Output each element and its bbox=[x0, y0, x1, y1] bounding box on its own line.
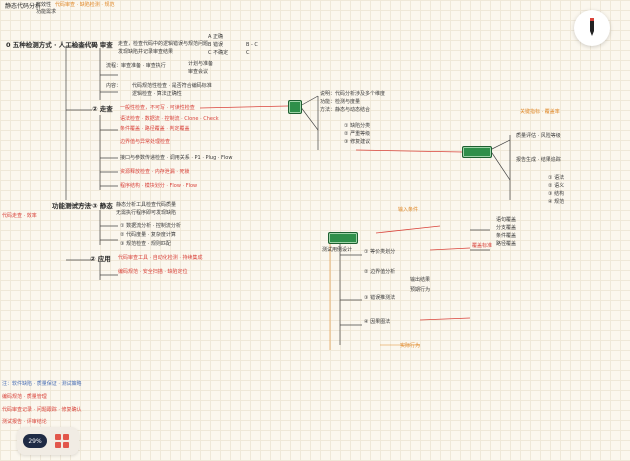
bottom-toolbar: 29% bbox=[17, 427, 79, 455]
lower-branch-0: ① 等价类划分 bbox=[364, 249, 396, 255]
header-scribble-small: 代码审查 · 缺陷检测 · 规范 bbox=[55, 2, 115, 8]
center-sub-2: ③ 修复建议 bbox=[344, 139, 371, 145]
lower-note-0: 输入条件 bbox=[398, 207, 419, 213]
g4-line-0: 代码审查工具 · 自动化检测 · 持续集成 bbox=[118, 255, 203, 261]
g3-point-2: ③ 规范检查 · 规则匹配 bbox=[120, 241, 171, 247]
right-branch-1: 质量评估 · 风险等级 bbox=[516, 133, 561, 139]
center-branch-1: 功能：检测与度量 bbox=[320, 99, 361, 105]
flow2-label: 内容： bbox=[106, 83, 122, 89]
g2-red-line-2: 条件覆盖 · 路径覆盖 · 判定覆盖 bbox=[120, 126, 190, 132]
lower-right-0: 覆盖标准 bbox=[472, 243, 493, 249]
g1-opt-right-0: B - C bbox=[246, 42, 258, 48]
lower-right-4: 路径覆盖 bbox=[496, 241, 517, 247]
lower-note-2: 预期行为 bbox=[410, 287, 431, 293]
g4-line-1: 编码规范 · 安全扫描 · 缺陷定位 bbox=[118, 269, 188, 275]
lower-right-3: 条件覆盖 bbox=[496, 233, 517, 239]
right-branch-2: 报告生成 · 结果追踪 bbox=[516, 157, 561, 163]
g1-line-0: 走查，检查代码中的逻辑错误与规范问题 bbox=[118, 41, 209, 47]
right-node[interactable] bbox=[462, 146, 492, 158]
right-detail-2: ③ 结构 bbox=[548, 191, 565, 197]
lower-branch-2: ③ 错误推测法 bbox=[364, 295, 396, 301]
lower-branch-3: ④ 因果图法 bbox=[364, 319, 391, 325]
lower-node[interactable] bbox=[328, 232, 358, 244]
g3-item: ③ 静态 bbox=[92, 202, 113, 210]
center-branch-0: 说明：代码分析涉及多个维度 bbox=[320, 91, 386, 97]
g1-opt-2: C 不确定 bbox=[208, 50, 229, 56]
pen-icon bbox=[585, 15, 599, 41]
zoom-level-button[interactable]: 29% bbox=[23, 434, 47, 448]
g4-label: ② 应用 bbox=[90, 255, 111, 263]
group1-label: ① 审查 bbox=[92, 41, 113, 49]
flow-label: 流程：审查准备 · 审查执行 bbox=[106, 63, 166, 69]
header-scribble-a: 有效性 bbox=[36, 2, 52, 8]
group2-label: ② 走查 bbox=[92, 105, 113, 113]
far-left-red: 编码规范 · 质量管理 bbox=[2, 394, 47, 400]
g2-red-line-0: 一般性检查，不可写 · 可读性检查 bbox=[120, 105, 195, 111]
g3-point-0: ① 数据流分析 · 控制流分析 bbox=[120, 223, 181, 229]
g1-opt-1: B 错误 bbox=[208, 42, 224, 48]
lower-right-2: 分支覆盖 bbox=[496, 225, 517, 231]
pen-tool-button[interactable] bbox=[574, 10, 610, 46]
g1-opt-0: A 正确 bbox=[208, 34, 224, 40]
header-scribble-b: 功能需求 bbox=[36, 9, 57, 15]
header-scribble-left: 静态代码分析 bbox=[5, 3, 42, 10]
g1-opt-right-1: C bbox=[246, 50, 250, 56]
center-node[interactable] bbox=[288, 100, 302, 114]
flow-sub-1: 审查会议 bbox=[188, 69, 209, 75]
lower-note-1: 输出结果 bbox=[410, 277, 431, 283]
side-left-label: 代码走查 · 效率 bbox=[2, 213, 37, 219]
lower-right-1: 语句覆盖 bbox=[496, 217, 517, 223]
right-detail-0: ① 语法 bbox=[548, 175, 565, 181]
g3-line-0: 静态分析工具检查代码质量 bbox=[116, 202, 177, 208]
g1-line-1: 发现缺陷并记录审查结果 bbox=[118, 49, 174, 55]
flow-sub-0: 计划与准备 bbox=[188, 61, 214, 67]
group3-label: 功能测试方法 bbox=[52, 202, 91, 210]
lower-branch-1: ② 边界值分析 bbox=[364, 269, 396, 275]
right-detail-1: ② 语义 bbox=[548, 183, 565, 189]
root-left-label: 0 五种检测方式 · 人工检查代码 bbox=[6, 41, 98, 49]
bottom-left-line-1: 代码审查记录 · 问题跟踪 · 修复确认 bbox=[2, 407, 82, 413]
center-sub-1: ② 严重等级 bbox=[344, 131, 371, 137]
bottom-left-line-0: 注：软件缺陷 · 质量保证 · 测试策略 bbox=[2, 381, 82, 387]
right-branch-0: 关键指标 · 覆盖率 bbox=[520, 109, 560, 115]
g2-red-line-1: 语法检查 · 数据流 · 控制流 · Clone · Check bbox=[120, 116, 219, 122]
g2-red-line-3: 边界值与异常处理检查 bbox=[120, 139, 171, 145]
lower-title: 测试用例设计 bbox=[322, 247, 353, 253]
lower-note-3: 实际行为 bbox=[400, 343, 421, 349]
g2-more-1: 资源释放检查 · 内存泄漏 · 死锁 bbox=[120, 169, 190, 175]
grid-icon[interactable] bbox=[55, 434, 69, 448]
g2-more-2: 程序结构 · 模块划分 · Flow · Flow bbox=[120, 183, 198, 189]
g3-line-1: 无需执行程序即可发现缺陷 bbox=[116, 210, 177, 216]
bottom-left-line-2: 测试报告 · 评审结论 bbox=[2, 419, 47, 425]
center-sub-0: ① 缺陷分类 bbox=[344, 123, 371, 129]
flow2-sub-1: 逻辑检查 · 算法正确性 bbox=[132, 91, 182, 97]
flow2-sub-0: 代码规范性检查 · 是否符合编码标准 bbox=[132, 83, 212, 89]
g3-point-1: ② 代码度量 · 复杂度计算 bbox=[120, 232, 176, 238]
right-detail-3: ④ 规范 bbox=[548, 199, 565, 205]
g2-more-0: 接口与参数传递检查 · 调用关系 · P1 · Plug · Flow bbox=[120, 155, 233, 161]
center-branch-2: 方法：静态与动态结合 bbox=[320, 107, 371, 113]
